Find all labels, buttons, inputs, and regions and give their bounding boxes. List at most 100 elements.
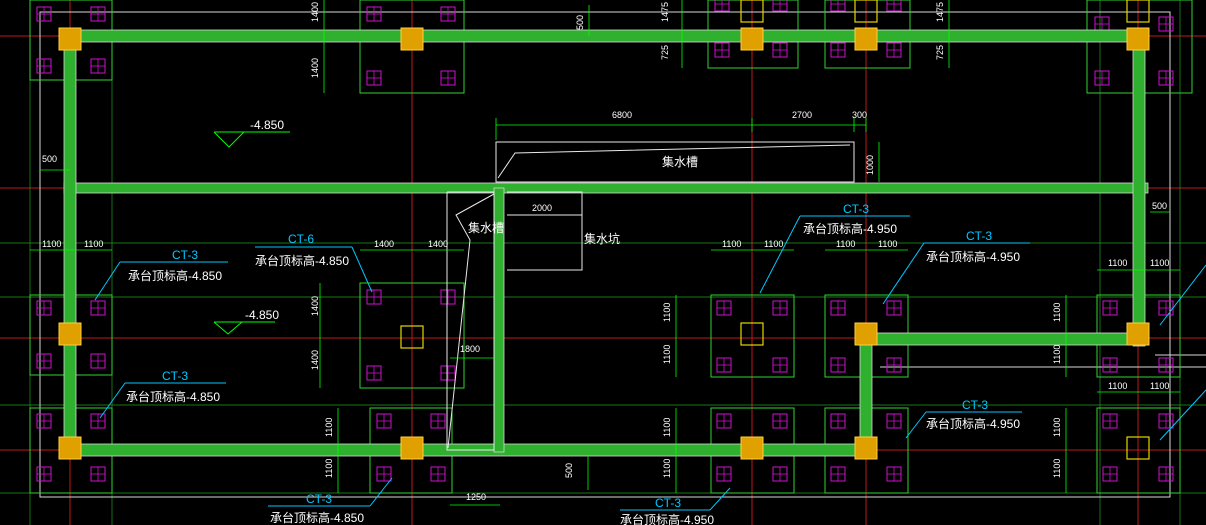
column: [1126, 322, 1150, 346]
annotation-ct3-f: CT-3 承台顶标高-4.950: [905, 398, 1022, 439]
dim-6800: 6800: [612, 110, 632, 120]
column: [740, 27, 764, 51]
annotation-ct3-e: CT-3 承台顶标高-4.950: [882, 229, 1030, 305]
dim-1100-a: 1100: [42, 239, 61, 249]
pile: [366, 365, 382, 381]
dim-1000: 1000: [865, 155, 875, 175]
cap-type-label: CT-3: [655, 496, 681, 510]
cap-elevation-label: 承台顶标高-4.950: [926, 249, 1020, 264]
cap-type-label: CT-3: [172, 248, 198, 262]
column: [400, 27, 424, 51]
pile: [1094, 70, 1110, 86]
column-outline: [854, 0, 878, 23]
column-outlines: [400, 0, 1150, 460]
pile: [366, 289, 382, 305]
pile: [36, 58, 52, 74]
pile: [36, 413, 52, 429]
annotation-ct6: CT-6 承台顶标高-4.850: [255, 232, 373, 293]
pile: [376, 466, 392, 482]
pile: [830, 466, 846, 482]
pile: [430, 466, 446, 482]
pile: [830, 357, 846, 373]
beam-middle: [63, 182, 1149, 194]
annotation-ct3-c: CT-3 承台顶标高-4.850: [268, 477, 393, 525]
annotation-ct3-a: CT-3 承台顶标高-4.850: [94, 248, 228, 301]
pile: [1158, 466, 1174, 482]
dim-1400-v-b: 1400: [310, 350, 320, 370]
pile: [440, 70, 456, 86]
column: [400, 436, 424, 460]
dim-1800: 1800: [460, 344, 480, 354]
cap-elevation-label: 承台顶标高-4.950: [926, 416, 1020, 431]
pile: [830, 300, 846, 316]
pile: [90, 300, 106, 316]
dim-1100-v-a: 1100: [662, 303, 672, 322]
level-mark-1-text: -4.850: [250, 118, 284, 132]
dim-1400-a: 1400: [374, 239, 394, 249]
pile: [430, 413, 446, 429]
dim-1100-v-h: 1100: [1052, 459, 1062, 478]
pile: [90, 466, 106, 482]
leader-line: [709, 487, 731, 511]
pile: [440, 289, 456, 305]
cap-elevation-label: 承台顶标高-4.850: [126, 389, 220, 404]
pile-cap: [359, 0, 465, 94]
dim-2700: 2700: [792, 110, 812, 120]
cap-type-label: CT-6: [288, 232, 314, 246]
leader-line: [369, 477, 393, 507]
cap-elevation-label: 承台顶标高-4.950: [620, 512, 714, 525]
pile-cap: [359, 282, 465, 389]
pile: [716, 466, 732, 482]
dim-1100-v-e: 1100: [1052, 303, 1062, 322]
dim-1250: 1250: [466, 492, 486, 502]
piles: [36, 0, 1174, 482]
cap-elevation-label: 承台顶标高-4.850: [255, 253, 349, 268]
pile: [886, 357, 902, 373]
pit-left-outline: [446, 191, 495, 451]
pile: [716, 300, 732, 316]
dim-500: 500: [42, 154, 57, 164]
cap-type-label: CT-3: [966, 229, 992, 243]
dim-725-b: 725: [935, 45, 945, 60]
sump-pit-left: 集水槽: [446, 191, 504, 451]
pile: [36, 353, 52, 369]
leader-line: [99, 382, 126, 419]
beam-right: [1132, 29, 1146, 347]
level-marks: -4.850 -4.850: [213, 118, 290, 335]
column: [854, 436, 878, 460]
pile: [714, 42, 730, 58]
cap-type-label: CT-3: [843, 202, 869, 216]
dim-500-right: 500: [1152, 201, 1167, 211]
dim-1100-v-d: 1100: [662, 459, 672, 478]
beam-left: [63, 29, 77, 457]
leader-line: [905, 411, 927, 439]
dim-1100-e: 1100: [836, 239, 855, 249]
pile: [90, 6, 106, 22]
pile: [830, 0, 846, 12]
pit-top-outline: [495, 141, 855, 183]
cap-elevation-label: 承台顶标高-4.850: [128, 268, 222, 283]
pile: [36, 300, 52, 316]
dim-2000: 2000: [532, 203, 552, 213]
pit-top-slope: [497, 144, 851, 179]
dim-1100-c: 1100: [722, 239, 741, 249]
pile: [1158, 70, 1174, 86]
pile: [376, 413, 392, 429]
dim-1100-g: 1100: [1108, 258, 1127, 268]
pit-left-slope: [447, 193, 495, 449]
dim-1100-v-f: 1100: [1052, 345, 1062, 364]
dim-1100-h: 1100: [1150, 258, 1169, 268]
column-outline: [400, 325, 424, 349]
pile: [886, 300, 902, 316]
dim-1100-f: 1100: [878, 239, 897, 249]
dim-1400-b: 1400: [428, 239, 448, 249]
annotation-ct3-b: CT-3 承台顶标高-4.850: [99, 369, 226, 419]
pile: [772, 300, 788, 316]
pile: [440, 365, 456, 381]
pile-cap-annotations: CT-3 承台顶标高-4.850 CT-6 承台顶标高-4.850 CT-3 承…: [94, 202, 1206, 525]
cap-elevation-label: 承台顶标高-4.850: [270, 510, 364, 525]
pile: [886, 413, 902, 429]
annotation-ct3-g: CT-3 承台顶标高-4.950: [620, 487, 731, 525]
dim-1475-a: 1475: [660, 2, 670, 22]
